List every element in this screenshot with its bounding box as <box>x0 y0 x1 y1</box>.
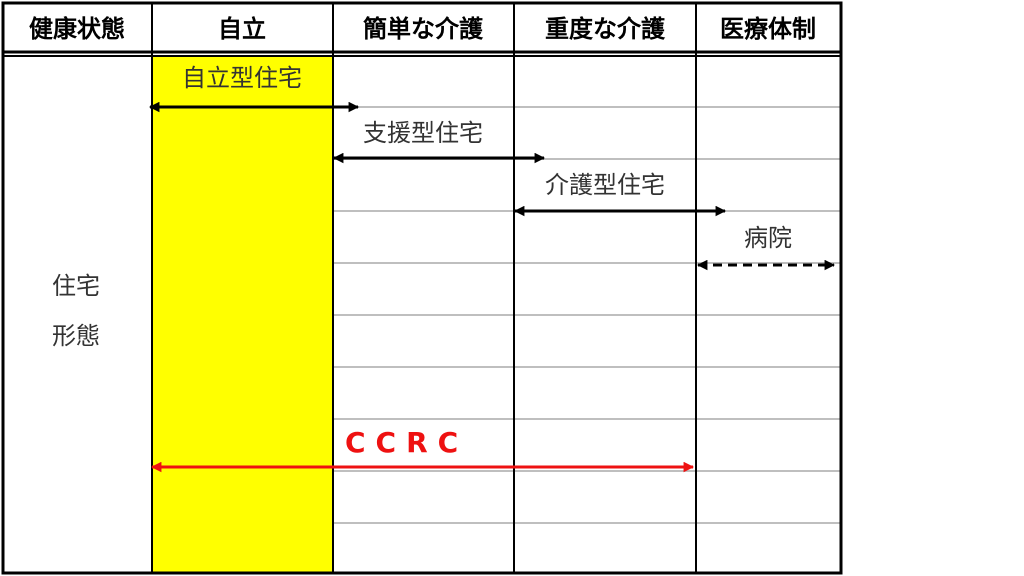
header-heavy-care: 重度な介護 <box>545 15 666 43</box>
header-medical-system: 医療体制 <box>720 15 816 43</box>
header-light-care: 簡単な介護 <box>363 15 484 43</box>
label-support-housing: 支援型住宅 <box>363 119 483 147</box>
row-label-line2: 形態 <box>52 322 100 350</box>
label-care-housing: 介護型住宅 <box>545 171 665 199</box>
header-independent: 自立 <box>218 15 266 43</box>
label-independent-housing: 自立型住宅 <box>182 64 302 92</box>
label-hospital: 病院 <box>744 224 792 252</box>
independent-column-highlight <box>152 56 332 573</box>
row-label-line1: 住宅 <box>52 272 100 300</box>
ccrc-label: CCRC <box>345 426 468 459</box>
grid-lines <box>334 106 840 524</box>
table-border <box>1 1 843 575</box>
header-health-status: 健康状態 <box>29 15 125 43</box>
